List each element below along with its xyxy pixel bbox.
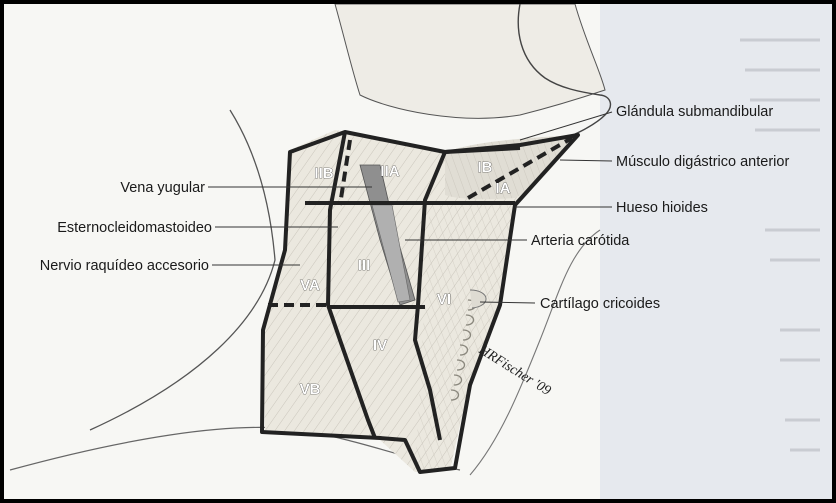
level-iib: IIB bbox=[314, 165, 333, 182]
label-jugular: Vena yugular bbox=[120, 180, 205, 196]
label-submandibular-gland: Glándula submandibular bbox=[616, 104, 773, 120]
label-carotid: Arteria carótida bbox=[531, 233, 630, 249]
strap-muscle-fibers bbox=[415, 205, 515, 472]
level-ia: IA bbox=[496, 180, 511, 197]
neck-silhouette bbox=[335, 4, 605, 118]
level-ib: IB bbox=[478, 159, 493, 176]
background-page bbox=[600, 4, 832, 499]
label-cricoid: Cartílago cricoides bbox=[540, 296, 660, 312]
level-vb: VB bbox=[300, 381, 321, 398]
label-anterior-digastric: Músculo digástrico anterior bbox=[616, 154, 789, 170]
level-iii: III bbox=[358, 257, 371, 274]
label-accessory-nerve: Nervio raquídeo accesorio bbox=[40, 258, 209, 274]
level-vi: VI bbox=[437, 291, 451, 308]
artist-signature: HRFischer '09 bbox=[475, 342, 553, 399]
level-va: VA bbox=[300, 277, 320, 294]
level-iv: IV bbox=[373, 337, 387, 354]
level-iia: IIA bbox=[380, 163, 399, 180]
label-scm: Esternocleidomastoideo bbox=[57, 220, 212, 236]
neck-levels-diagram: IIB IIA IB IA III IV VA VB VI Glándula s… bbox=[4, 4, 832, 499]
label-hyoid: Hueso hioides bbox=[616, 200, 708, 216]
